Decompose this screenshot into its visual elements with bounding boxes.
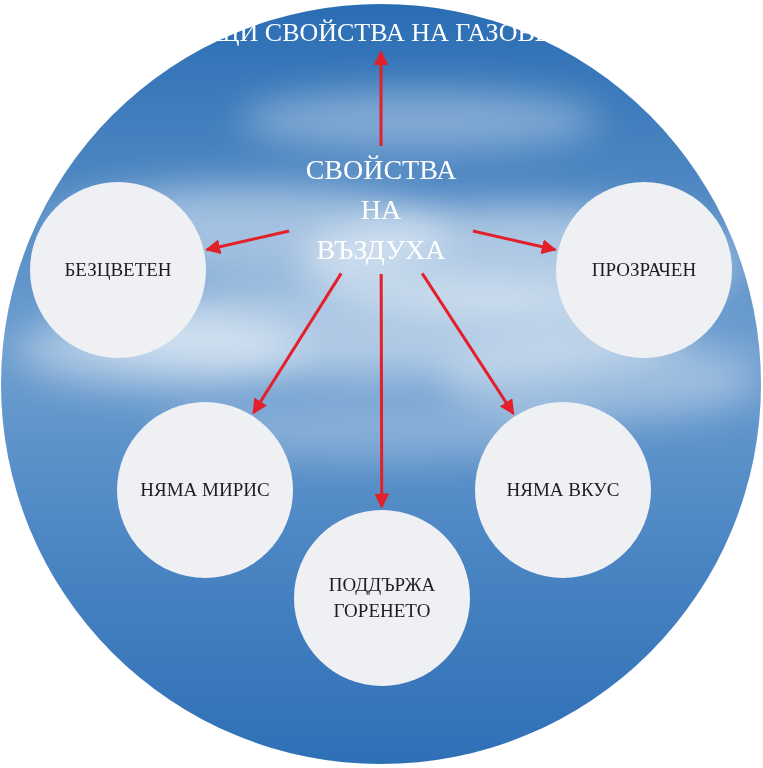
property-circle: ПРОЗРАЧЕН — [556, 182, 732, 358]
node-text: БЕЗЦВЕТЕН — [64, 257, 171, 283]
node-text: ОБЩИ СВОЙСТВА НА ГАЗОВЕТЕ — [180, 17, 583, 49]
node-text: ПРОЗРАЧЕН — [592, 257, 696, 283]
node-text: ПОДДЪРЖА ГОРЕНЕТО — [312, 572, 452, 624]
property-circle: ПОДДЪРЖА ГОРЕНЕТО — [294, 510, 470, 686]
arrow-connector — [253, 273, 341, 413]
arrow-connector — [207, 231, 289, 250]
node-text: СВОЙСТВА НА ВЪЗДУХА — [293, 150, 469, 270]
arrow-connector — [380, 274, 384, 507]
property-circle: БЕЗЦВЕТЕН — [30, 182, 206, 358]
property-circle: НЯМА ВКУС — [475, 402, 651, 578]
property-circle: НЯМА МИРИС — [117, 402, 293, 578]
arrow-connector — [422, 273, 513, 413]
node-text: НЯМА МИРИС — [140, 477, 269, 503]
arrow-connector — [379, 52, 382, 146]
arrow-connector — [473, 231, 555, 250]
center-label: СВОЙСТВА НА ВЪЗДУХА — [293, 150, 469, 270]
node-text: НЯМА ВКУС — [507, 477, 620, 503]
heading-label: ОБЩИ СВОЙСТВА НА ГАЗОВЕТЕ — [180, 17, 583, 49]
